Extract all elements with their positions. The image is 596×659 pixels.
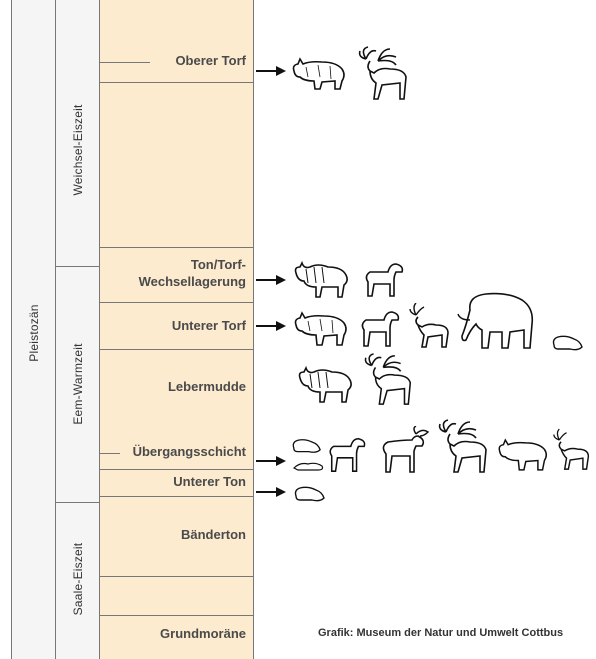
layer-label-baenderton: Bänderton (179, 527, 248, 543)
boundary-line (100, 349, 254, 350)
boundary-line (100, 496, 254, 497)
layer-label-ton-torf-2: Wechsellagerung (137, 274, 248, 290)
epoch-label: Pleistozän (27, 304, 41, 361)
boundary-line (100, 615, 254, 616)
boundary-line (100, 82, 254, 83)
giant-deer-icon (356, 45, 414, 101)
beaver-icon (292, 484, 326, 504)
giant-deer-icon (362, 351, 418, 407)
horse-icon (326, 434, 368, 474)
layer-label-uebergang: Übergangsschicht (131, 444, 248, 460)
bison-icon (292, 259, 352, 299)
arrow-right-icon (256, 487, 286, 497)
moose-icon (376, 426, 434, 474)
arrow-right-icon (256, 456, 286, 466)
layer-label-ton-torf-1: Ton/Torf- (189, 257, 248, 273)
boundary-line (100, 469, 254, 470)
bison-icon (296, 364, 356, 404)
deer-icon (552, 426, 592, 474)
boundary-line (100, 302, 254, 303)
elephant-icon (456, 290, 538, 350)
arrow-right-icon (256, 275, 286, 285)
arrow-right-icon (256, 321, 286, 331)
rhino-icon (496, 436, 550, 472)
horse-icon (360, 260, 406, 298)
boundary-line (100, 576, 254, 577)
stage-label-saale: Saale-Eiszeit (71, 543, 85, 616)
layer-label-grundmoraene: Grundmoräne (158, 626, 248, 642)
layer-label-unterer-ton: Unterer Ton (171, 474, 248, 490)
stage-label-eem: Eem-Warmzeit (71, 343, 85, 424)
layer-tick (100, 453, 120, 454)
layer-label-oberer-torf: Oberer Torf (173, 53, 248, 69)
giant-deer-icon (436, 418, 494, 474)
layer-tick (100, 62, 150, 63)
layer-label-lebermudde: Lebermudde (166, 379, 248, 395)
layer-label-unterer-torf: Unterer Torf (170, 318, 248, 334)
beaver-icon (550, 333, 584, 353)
arrow-right-icon (256, 66, 286, 76)
deer-icon (408, 303, 452, 349)
small-animal-icon (292, 460, 326, 472)
image-credit: Grafik: Museum der Natur und Umwelt Cott… (318, 627, 563, 639)
boundary-line (100, 247, 254, 248)
rhino-icon (290, 55, 348, 91)
horse-icon (358, 308, 402, 348)
stage-label-weichsel: Weichsel-Eiszeit (71, 104, 85, 195)
rhino-icon (292, 309, 350, 347)
beaver-icon (290, 436, 322, 456)
